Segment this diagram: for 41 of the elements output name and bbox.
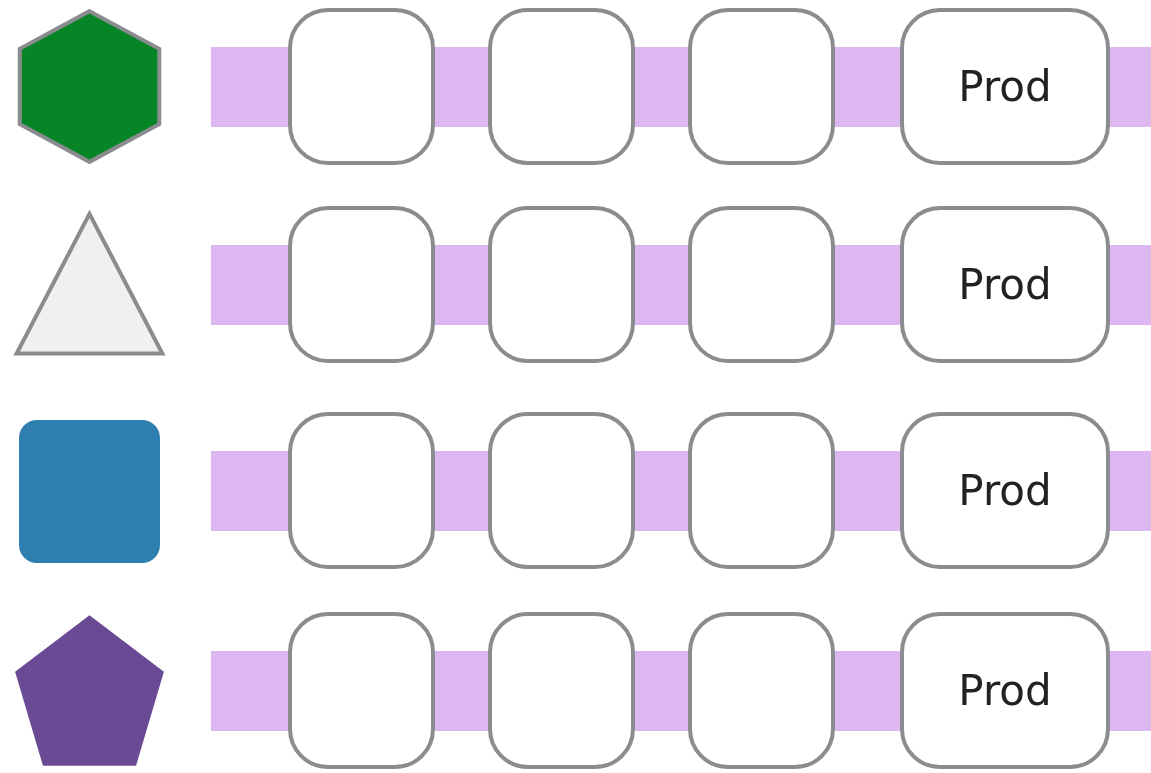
pentagon-symbol bbox=[12, 612, 167, 769]
band-segment bbox=[835, 245, 900, 325]
band-segment bbox=[435, 245, 488, 325]
stage-box bbox=[288, 612, 435, 769]
stage-box bbox=[288, 8, 435, 165]
band-segment bbox=[635, 651, 688, 731]
band-segment bbox=[211, 451, 288, 531]
band-segment bbox=[435, 451, 488, 531]
band-segment bbox=[1110, 451, 1151, 531]
stage-box bbox=[488, 206, 635, 363]
band-segment bbox=[835, 47, 900, 127]
band-segment bbox=[1110, 245, 1151, 325]
stage-box bbox=[288, 206, 435, 363]
stage-box bbox=[900, 206, 1110, 363]
stage-box bbox=[288, 412, 435, 569]
stage-box bbox=[688, 206, 835, 363]
stage-box bbox=[488, 412, 635, 569]
stage-box bbox=[900, 8, 1110, 165]
band-segment bbox=[211, 245, 288, 325]
stage-box bbox=[688, 612, 835, 769]
stage-label: Prod bbox=[958, 666, 1052, 715]
band-segment bbox=[635, 245, 688, 325]
stage-box bbox=[488, 612, 635, 769]
band-segment bbox=[835, 651, 900, 731]
stage-box bbox=[688, 412, 835, 569]
band-segment bbox=[435, 47, 488, 127]
band-segment bbox=[435, 651, 488, 731]
band-segment bbox=[1110, 651, 1151, 731]
stage-box bbox=[900, 612, 1110, 769]
band-segment bbox=[211, 651, 288, 731]
band-segment bbox=[635, 451, 688, 531]
band-segment bbox=[635, 47, 688, 127]
stage-box bbox=[488, 8, 635, 165]
stage-label: Prod bbox=[958, 466, 1052, 515]
stage-box bbox=[688, 8, 835, 165]
stage-label: Prod bbox=[958, 62, 1052, 111]
band-segment bbox=[211, 47, 288, 127]
stage-label: Prod bbox=[958, 260, 1052, 309]
band-segment bbox=[835, 451, 900, 531]
band-segment bbox=[1110, 47, 1151, 127]
stage-box bbox=[900, 412, 1110, 569]
